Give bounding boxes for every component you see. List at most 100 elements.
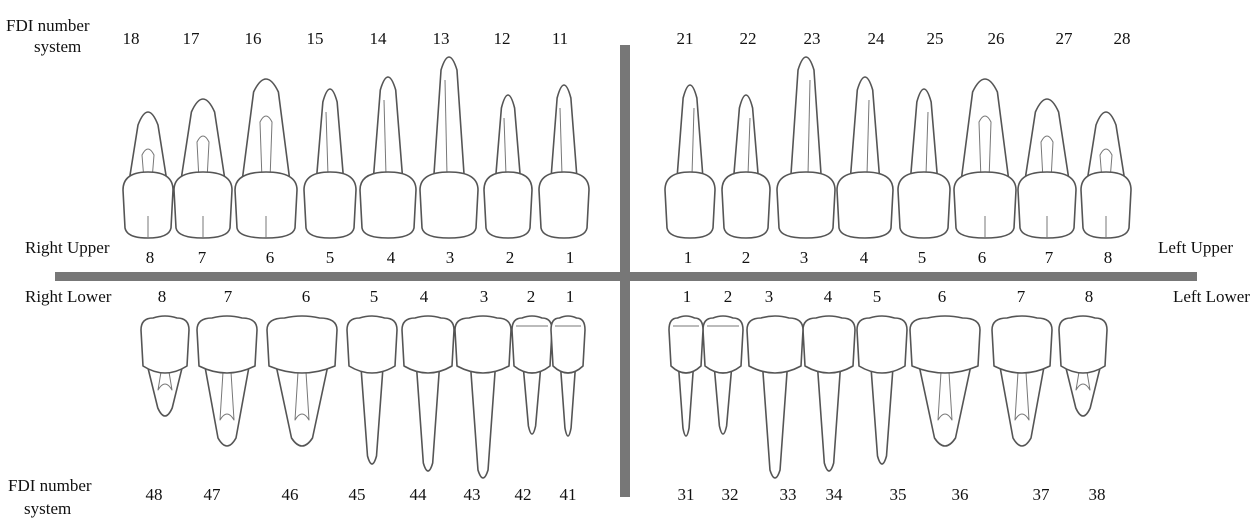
lower-right-tooth bbox=[140, 315, 190, 417]
fdi-number-upper-left: 23 bbox=[804, 29, 821, 48]
fdi-number-lower-left: 36 bbox=[952, 485, 969, 504]
fdi-number-upper-right: 15 bbox=[307, 29, 324, 48]
fdi-number-upper-right: 16 bbox=[245, 29, 262, 48]
upper-left-tooth bbox=[1080, 111, 1132, 239]
upper-right-tooth bbox=[483, 94, 533, 239]
position-number-upper-left: 7 bbox=[1045, 248, 1054, 267]
fdi-number-lower-left: 37 bbox=[1033, 485, 1051, 504]
fdi-number-upper-right: 18 bbox=[123, 29, 140, 48]
fdi-number-upper-left: 26 bbox=[988, 29, 1005, 48]
system-label-top-line2: system bbox=[34, 37, 81, 56]
position-number-lower-right: 1 bbox=[566, 287, 575, 306]
fdi-number-upper-left: 28 bbox=[1114, 29, 1131, 48]
lower-right-tooth bbox=[346, 315, 398, 465]
fdi-number-upper-right: 17 bbox=[183, 29, 201, 48]
position-number-upper-right: 1 bbox=[566, 248, 575, 267]
fdi-number-lower-left: 35 bbox=[890, 485, 907, 504]
fdi-number-lower-right: 44 bbox=[410, 485, 428, 504]
fdi-number-upper-right: 14 bbox=[370, 29, 388, 48]
position-number-upper-right: 3 bbox=[446, 248, 455, 267]
position-number-upper-left: 2 bbox=[742, 248, 751, 267]
upper-left-tooth bbox=[776, 56, 836, 239]
fdi-number-lower-right: 47 bbox=[204, 485, 222, 504]
fdi-number-lower-left: 33 bbox=[780, 485, 797, 504]
upper-left-tooth bbox=[664, 84, 716, 239]
fdi-number-lower-right: 46 bbox=[282, 485, 299, 504]
lower-right-tooth bbox=[196, 315, 258, 447]
lower-right-tooth bbox=[454, 315, 512, 479]
fdi-number-upper-left: 22 bbox=[740, 29, 757, 48]
position-number-lower-left: 8 bbox=[1085, 287, 1094, 306]
upper-right-tooth bbox=[419, 56, 479, 239]
lower-right-tooth bbox=[266, 315, 338, 447]
fdi-number-lower-left: 32 bbox=[722, 485, 739, 504]
upper-left-tooth bbox=[721, 94, 771, 239]
position-number-lower-left: 6 bbox=[938, 287, 947, 306]
position-number-lower-right: 8 bbox=[158, 287, 167, 306]
position-number-lower-left: 1 bbox=[683, 287, 692, 306]
position-number-lower-right: 7 bbox=[224, 287, 233, 306]
fdi-number-lower-right: 42 bbox=[515, 485, 532, 504]
upper-right-tooth bbox=[122, 111, 174, 239]
fdi-number-upper-left: 24 bbox=[868, 29, 886, 48]
lower-right-tooth bbox=[401, 315, 455, 472]
lower-left-tooth bbox=[856, 315, 908, 465]
lower-left-tooth bbox=[702, 315, 744, 435]
lower-left-tooth bbox=[1058, 315, 1108, 417]
lower-right-tooth bbox=[511, 315, 553, 435]
upper-left-tooth bbox=[953, 78, 1017, 239]
horizontal-divider bbox=[55, 272, 1197, 281]
position-number-upper-right: 8 bbox=[146, 248, 155, 267]
position-number-lower-left: 5 bbox=[873, 287, 882, 306]
quadrant-label-left-lower: Left Lower bbox=[1173, 287, 1250, 306]
lower-left-tooth bbox=[746, 315, 804, 479]
lower-left-tooth bbox=[991, 315, 1053, 447]
fdi-number-upper-right: 12 bbox=[494, 29, 511, 48]
upper-right-tooth bbox=[234, 78, 298, 239]
position-number-upper-right: 6 bbox=[266, 248, 275, 267]
upper-left-tooth bbox=[897, 88, 951, 239]
position-number-lower-left: 3 bbox=[765, 287, 774, 306]
fdi-number-lower-right: 43 bbox=[464, 485, 481, 504]
lower-left-tooth bbox=[668, 315, 704, 437]
system-label-bottom-line1: FDI number bbox=[8, 476, 92, 495]
fdi-number-lower-right: 45 bbox=[349, 485, 366, 504]
position-number-upper-right: 7 bbox=[198, 248, 207, 267]
system-label-top-line1: FDI number bbox=[6, 16, 90, 35]
position-number-upper-right: 4 bbox=[387, 248, 396, 267]
upper-left-tooth bbox=[836, 76, 894, 239]
system-label-bottom-line2: system bbox=[24, 499, 71, 518]
position-number-upper-left: 5 bbox=[918, 248, 927, 267]
position-number-lower-right: 6 bbox=[302, 287, 311, 306]
fdi-number-lower-left: 38 bbox=[1089, 485, 1106, 504]
upper-right-tooth bbox=[359, 76, 417, 239]
fdi-number-lower-right: 41 bbox=[560, 485, 577, 504]
upper-right-tooth bbox=[173, 98, 233, 239]
position-number-upper-left: 8 bbox=[1104, 248, 1113, 267]
upper-left-tooth bbox=[1017, 98, 1077, 239]
fdi-number-upper-right: 11 bbox=[552, 29, 568, 48]
lower-left-tooth bbox=[909, 315, 981, 447]
fdi-number-lower-left: 31 bbox=[678, 485, 695, 504]
position-number-lower-right: 4 bbox=[420, 287, 429, 306]
fdi-number-upper-right: 13 bbox=[433, 29, 450, 48]
lower-right-tooth bbox=[550, 315, 586, 437]
position-number-upper-right: 5 bbox=[326, 248, 335, 267]
teeth-group bbox=[122, 56, 1132, 479]
position-number-lower-left: 2 bbox=[724, 287, 733, 306]
position-number-upper-left: 6 bbox=[978, 248, 987, 267]
position-number-upper-left: 3 bbox=[800, 248, 809, 267]
fdi-number-upper-left: 21 bbox=[677, 29, 694, 48]
position-number-upper-left: 1 bbox=[684, 248, 693, 267]
position-number-upper-left: 4 bbox=[860, 248, 869, 267]
fdi-number-upper-left: 27 bbox=[1056, 29, 1074, 48]
position-number-lower-right: 5 bbox=[370, 287, 379, 306]
fdi-number-lower-right: 48 bbox=[146, 485, 163, 504]
quadrant-label-right-upper: Right Upper bbox=[25, 238, 110, 257]
position-number-lower-right: 3 bbox=[480, 287, 489, 306]
upper-right-tooth bbox=[303, 88, 357, 239]
position-number-upper-right: 2 bbox=[506, 248, 515, 267]
position-number-lower-right: 2 bbox=[527, 287, 536, 306]
position-number-lower-left: 4 bbox=[824, 287, 833, 306]
